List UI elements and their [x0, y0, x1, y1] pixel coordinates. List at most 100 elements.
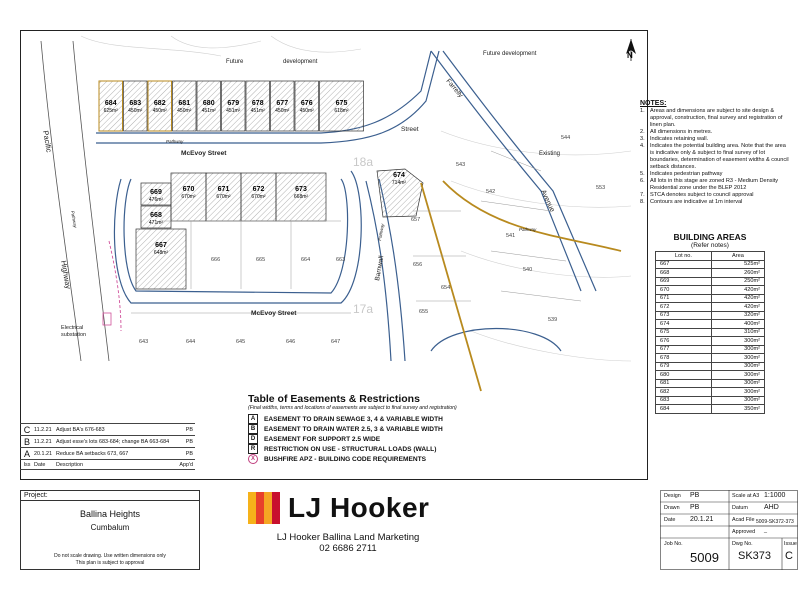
lot-679-number: 679 [227, 100, 239, 107]
project-label: Project: [21, 491, 199, 501]
note-text: All lots in this stage are zoned R3 - Me… [650, 178, 779, 191]
lot-cell: 680 [655, 370, 712, 380]
lot-681-outline[interactable] [172, 80, 197, 132]
easement-text: RESTRICTION ON USE - STRUCTURAL LOADS (W… [264, 445, 437, 453]
lot-682-area: 450m² [153, 108, 168, 114]
lot-683-number: 683 [129, 100, 141, 107]
lot-682-outline[interactable] [147, 80, 172, 132]
note-number: 4. [640, 143, 645, 149]
note-item: 3. Indicates retaining wall. [640, 136, 790, 143]
lot-670-outline[interactable] [170, 172, 207, 222]
scale-warning: Do not scale drawing. Use written dimens… [54, 553, 166, 559]
lot-684-outline[interactable] [98, 80, 123, 132]
area-cell: 420m² [710, 293, 766, 303]
pacific-label: Pacific [41, 130, 54, 154]
design-label: Design [664, 493, 681, 499]
existing-lot-544: 544 [561, 135, 570, 141]
existing-lot-646: 646 [286, 339, 295, 345]
note-item: 4.Indicates the potential building area.… [640, 143, 790, 171]
lot-669-number: 669 [150, 189, 162, 196]
job-number: 5009 [690, 550, 719, 565]
lot-cell: 683 [655, 395, 712, 405]
existing-lot-655: 655 [419, 309, 428, 315]
note-item: 5.Indicates pedestrian pathway [640, 171, 790, 178]
note-number: 7. [640, 192, 645, 198]
lot-677-outline[interactable] [270, 80, 295, 132]
note-text: Indicates retaining wall. [650, 136, 709, 142]
existing-lot-541: 541 [506, 233, 515, 239]
revision-approver: PB [185, 426, 193, 433]
note-number: 3. [640, 136, 645, 142]
brand-mark-icon [248, 492, 280, 524]
lot-679-outline[interactable] [221, 80, 246, 132]
mcevoy-street-lower: McEvoy Street [251, 310, 297, 317]
datum-label: Datum [732, 505, 748, 511]
lot-675-number: 675 [336, 100, 348, 107]
lot-684-number: 684 [105, 100, 117, 107]
svg-text:N: N [627, 51, 633, 60]
lot-677-area: 450m² [275, 108, 290, 114]
electrical-label: Electrical [61, 325, 83, 331]
area-cell: 300m² [710, 395, 766, 405]
lot-675-area: 618m² [334, 108, 349, 114]
area-cell: 250m² [710, 276, 766, 286]
lot-669-area: 476m² [149, 197, 164, 203]
lot-674-outline[interactable] [376, 168, 424, 218]
note-text: STCA denotes subject to council approval [650, 192, 754, 198]
lot-675-outline[interactable] [319, 80, 364, 132]
lot-676-number: 676 [301, 100, 313, 107]
street-label: Street [401, 126, 419, 133]
pathway-label-1: Pathway [166, 139, 184, 144]
lot-677-number: 677 [276, 100, 288, 107]
lot-672-area: 670m² [251, 194, 266, 200]
note-item: 2.All dimensions in metres. [640, 129, 790, 136]
lot-678-area: 451m² [251, 108, 266, 114]
easements-table: Table of Easements & Restrictions (Final… [248, 393, 548, 464]
lot-cell: 670 [655, 285, 712, 295]
area-cell: 420m² [710, 285, 766, 295]
easement-code: B [248, 424, 258, 434]
lot-cell: 669 [655, 276, 712, 286]
project-block: Project: Ballina Heights Cumbalum Do not… [20, 490, 200, 570]
lot-673-number: 673 [295, 186, 307, 193]
existing-lot-665: 665 [256, 257, 265, 263]
lot-683-outline[interactable] [123, 80, 148, 132]
lot-676-outline[interactable] [294, 80, 319, 132]
existing-lot-644: 644 [186, 339, 195, 345]
scale-value: 1:1000 [764, 492, 786, 499]
lot-673-outline[interactable] [275, 172, 327, 222]
lot-667-outline[interactable] [135, 228, 187, 290]
lot-cell: 684 [655, 404, 712, 414]
revision-issue: C [23, 424, 31, 435]
lot-668-outline[interactable] [140, 205, 172, 229]
issue-label: Issue [784, 541, 797, 547]
brand-office: LJ Hooker Ballina Land Marketing [276, 532, 420, 543]
lot-cell: 673 [655, 310, 712, 320]
approved-label: Approved [732, 529, 756, 535]
revision-date: 11.2.21 [34, 426, 52, 433]
lot-678-outline[interactable] [245, 80, 270, 132]
note-number: 1. [640, 108, 645, 114]
lot-cell: 667 [655, 259, 712, 269]
lot-676-area: 450m² [300, 108, 315, 114]
revision-description: Adjust BA's 676-683 [56, 426, 105, 433]
lot-680-outline[interactable] [196, 80, 221, 132]
highway-edges [40, 40, 110, 362]
area-cell: 300m² [710, 353, 766, 363]
scale-label: Scale at A3 [732, 493, 760, 499]
revision-issue: A [23, 448, 30, 459]
note-number: 2. [640, 129, 645, 135]
lot-cell: 681 [655, 378, 712, 388]
area-cell: 400m² [710, 319, 766, 329]
site-plan-map[interactable]: 684625m²683450m²682450m²681450m²680451m²… [21, 31, 649, 481]
lot-681-area: 450m² [177, 108, 192, 114]
